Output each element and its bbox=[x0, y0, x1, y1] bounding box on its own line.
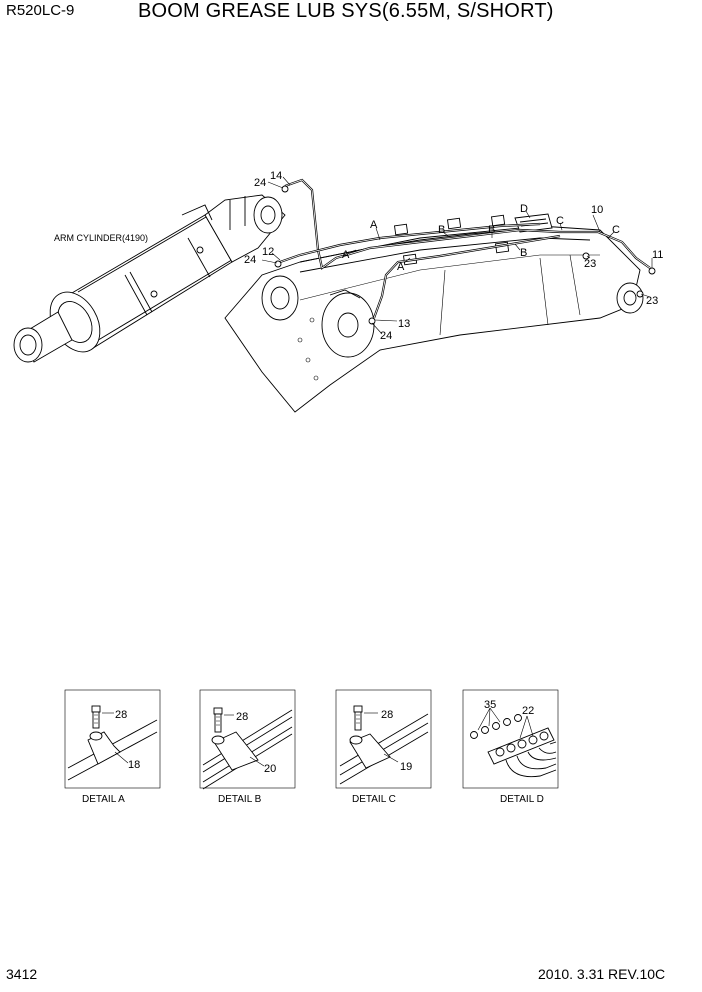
detail-c: 28 19 DETAIL C bbox=[335, 689, 432, 805]
detail-b-callout-28: 28 bbox=[236, 711, 248, 723]
detail-c-caption: DETAIL C bbox=[352, 794, 396, 805]
marker-d: D bbox=[520, 203, 528, 215]
marker-a-1: A bbox=[370, 219, 378, 231]
callout-24-c: 24 bbox=[380, 330, 392, 342]
detail-a-callout-18: 18 bbox=[128, 759, 140, 771]
detail-b: 28 20 DETAIL B bbox=[199, 689, 296, 805]
marker-a-3: A bbox=[397, 261, 405, 273]
marker-b-2: B bbox=[488, 224, 495, 236]
callout-10: 10 bbox=[591, 204, 603, 216]
callout-23-b: 23 bbox=[646, 295, 658, 307]
callout-12: 12 bbox=[262, 246, 274, 258]
callout-13: 13 bbox=[398, 318, 410, 330]
page-number: 3412 bbox=[6, 966, 38, 982]
marker-b-3: B bbox=[520, 247, 527, 259]
callout-24-a: 24 bbox=[254, 177, 266, 189]
model-number: R520LC-9 bbox=[6, 2, 75, 19]
callout-14: 14 bbox=[270, 170, 282, 182]
detail-d-callout-35: 35 bbox=[484, 699, 496, 711]
arm-cylinder-label: ARM CYLINDER(4190) bbox=[54, 233, 148, 243]
callout-24-b: 24 bbox=[244, 254, 256, 266]
detail-a-caption: DETAIL A bbox=[82, 794, 125, 805]
callout-23-a: 23 bbox=[584, 258, 596, 270]
detail-c-callout-28: 28 bbox=[381, 709, 393, 721]
detail-d: 35 22 DETAIL D bbox=[462, 689, 559, 805]
detail-d-callout-22: 22 bbox=[522, 705, 534, 717]
marker-c-1: C bbox=[556, 215, 564, 227]
marker-c-2: C bbox=[612, 224, 620, 236]
marker-b-1: B bbox=[438, 224, 445, 236]
detail-c-callout-19: 19 bbox=[400, 761, 412, 773]
detail-a: 28 18 DETAIL A bbox=[64, 689, 161, 805]
detail-a-callout-28: 28 bbox=[115, 709, 127, 721]
detail-b-caption: DETAIL B bbox=[218, 794, 262, 805]
marker-a-2: A bbox=[342, 249, 350, 261]
arm-cylinder-drawing bbox=[13, 194, 286, 363]
leader-lines bbox=[261, 176, 653, 335]
detail-b-callout-20: 20 bbox=[264, 763, 276, 775]
boom-drawing bbox=[224, 213, 644, 413]
revision-date: 2010. 3.31 REV.10C bbox=[538, 966, 666, 982]
callout-11: 11 bbox=[652, 249, 663, 261]
grease-pipes bbox=[274, 178, 656, 325]
detail-d-caption: DETAIL D bbox=[500, 794, 544, 805]
page-title: BOOM GREASE LUB SYS(6.55M, S/SHORT) bbox=[138, 0, 554, 22]
